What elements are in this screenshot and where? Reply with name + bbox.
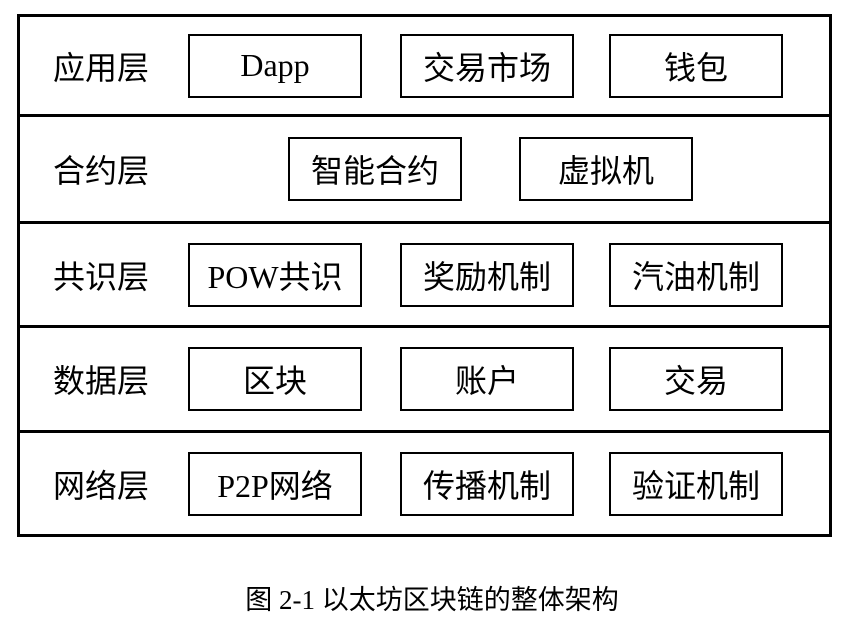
component-box-smart-contract: 智能合约 xyxy=(288,137,462,201)
component-box-trading-market: 交易市场 xyxy=(400,33,574,98)
layer-row-data: 数据层 区块 账户 交易 xyxy=(20,328,829,433)
figure-caption: 图 2-1 以太坊区块链的整体架构 xyxy=(245,585,619,615)
component-box-propagation-mechanism: 传播机制 xyxy=(400,451,574,516)
layer-label-data: 数据层 xyxy=(53,363,150,399)
component-box-p2p-network: P2P网络 xyxy=(188,451,362,516)
component-box-wallet: 钱包 xyxy=(609,33,783,98)
component-box-transaction: 交易 xyxy=(609,347,783,411)
component-box-dapp: Dapp xyxy=(188,33,362,98)
component-box-block: 区块 xyxy=(188,347,362,411)
component-box-verification-mechanism: 验证机制 xyxy=(609,451,783,516)
architecture-diagram: 应用层 Dapp 交易市场 钱包 合约层 智能合约 虚拟机 共识层 POW共识 … xyxy=(17,14,832,537)
component-box-virtual-machine: 虚拟机 xyxy=(519,137,693,201)
layer-label-consensus: 共识层 xyxy=(53,258,150,295)
layer-label-network: 网络层 xyxy=(53,467,150,504)
layer-label-application: 应用层 xyxy=(53,49,150,86)
layer-label-contract: 合约层 xyxy=(53,153,150,189)
component-box-account: 账户 xyxy=(400,347,574,411)
layer-row-network: 网络层 P2P网络 传播机制 验证机制 xyxy=(20,433,829,534)
component-box-gas-mechanism: 汽油机制 xyxy=(609,242,783,307)
component-box-pow-consensus: POW共识 xyxy=(188,242,362,307)
layer-row-application: 应用层 Dapp 交易市场 钱包 xyxy=(20,17,829,117)
layer-row-contract: 合约层 智能合约 虚拟机 xyxy=(20,117,829,224)
layer-row-consensus: 共识层 POW共识 奖励机制 汽油机制 xyxy=(20,224,829,328)
component-box-reward-mechanism: 奖励机制 xyxy=(400,242,574,307)
